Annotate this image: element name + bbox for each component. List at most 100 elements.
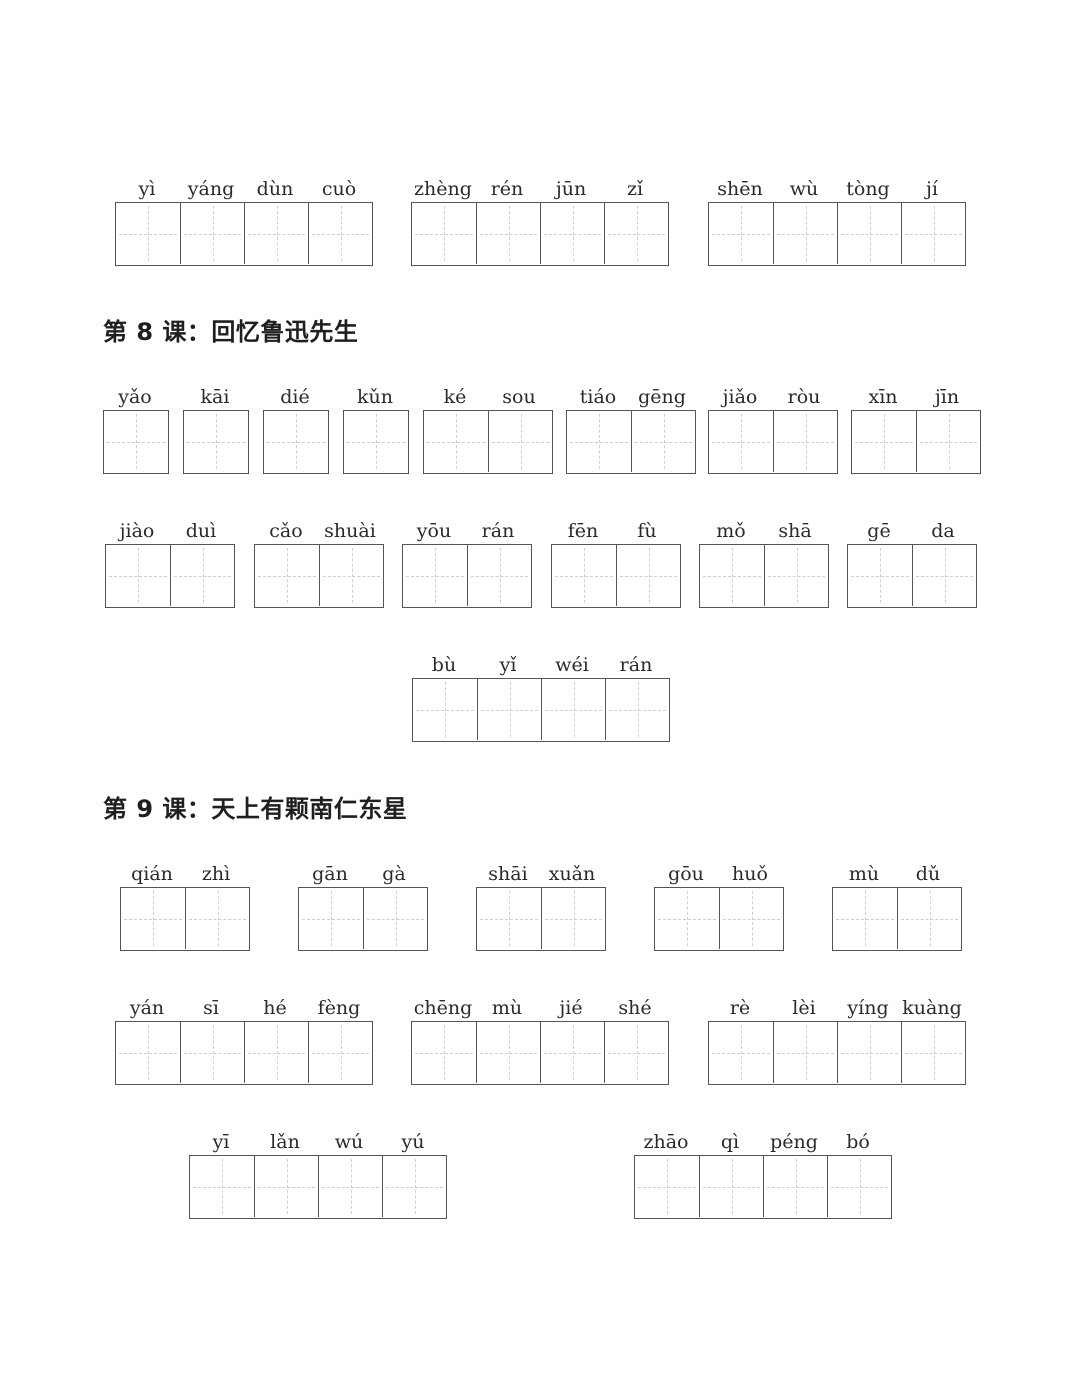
- tianzige-cell[interactable]: [413, 679, 477, 740]
- writing-grid: [411, 1021, 669, 1085]
- tianzige-cell[interactable]: [299, 888, 363, 949]
- tianzige-cell[interactable]: [424, 411, 488, 472]
- writing-grid: [115, 202, 373, 266]
- tianzige-cell[interactable]: [467, 545, 531, 606]
- tianzige-cell[interactable]: [833, 888, 897, 949]
- tianzige-cell[interactable]: [412, 1022, 476, 1083]
- tianzige-cell[interactable]: [319, 545, 383, 606]
- tianzige-cell[interactable]: [541, 888, 605, 949]
- tianzige-cell[interactable]: [852, 411, 916, 472]
- tianzige-cell[interactable]: [631, 411, 695, 472]
- tianzige-cell[interactable]: [912, 545, 976, 606]
- tianzige-cell[interactable]: [412, 203, 476, 264]
- tianzige-cell[interactable]: [773, 1022, 837, 1083]
- tianzige-cell[interactable]: [916, 411, 980, 472]
- tianzige-cell[interactable]: [403, 545, 467, 606]
- tianzige-cell[interactable]: [655, 888, 719, 949]
- tianzige-cell[interactable]: [764, 545, 828, 606]
- pinyin-syllable: chēng: [413, 997, 473, 1019]
- tianzige-cell[interactable]: [185, 888, 249, 949]
- tianzige-cell[interactable]: [897, 888, 961, 949]
- tianzige-cell[interactable]: [604, 1022, 668, 1083]
- tianzige-cell[interactable]: [699, 1156, 763, 1217]
- pinyin-syllable: huǒ: [732, 863, 768, 885]
- tianzige-cell[interactable]: [116, 203, 180, 264]
- tianzige-cell[interactable]: [308, 1022, 372, 1083]
- tianzige-cell[interactable]: [709, 411, 773, 472]
- tianzige-cell[interactable]: [552, 545, 616, 606]
- pinyin-syllable: yú: [401, 1131, 425, 1153]
- tianzige-cell[interactable]: [308, 203, 372, 264]
- tianzige-cell[interactable]: [170, 545, 234, 606]
- tianzige-cell[interactable]: [848, 545, 912, 606]
- tianzige-cell[interactable]: [344, 411, 408, 472]
- tianzige-cell[interactable]: [121, 888, 185, 949]
- tianzige-cell[interactable]: [382, 1156, 446, 1217]
- pinyin-syllable: yōu: [416, 520, 452, 542]
- tianzige-cell[interactable]: [837, 1022, 901, 1083]
- tianzige-cell[interactable]: [104, 411, 168, 472]
- tianzige-cell[interactable]: [540, 203, 604, 264]
- pinyin-syllable: gān: [312, 863, 348, 885]
- tianzige-cell[interactable]: [488, 411, 552, 472]
- tianzige-cell[interactable]: [476, 203, 540, 264]
- writing-grid: [343, 410, 409, 474]
- pinyin-syllable: gēng: [638, 386, 686, 408]
- tianzige-cell[interactable]: [255, 545, 319, 606]
- tianzige-cell[interactable]: [244, 1022, 308, 1083]
- tianzige-cell[interactable]: [709, 1022, 773, 1083]
- tianzige-cell[interactable]: [700, 545, 764, 606]
- writing-grid: [105, 544, 235, 608]
- tianzige-cell[interactable]: [709, 203, 773, 264]
- tianzige-cell[interactable]: [604, 203, 668, 264]
- tianzige-cell[interactable]: [763, 1156, 827, 1217]
- tianzige-cell[interactable]: [827, 1156, 891, 1217]
- pinyin-syllable: kuàng: [902, 997, 962, 1019]
- tianzige-cell[interactable]: [901, 1022, 965, 1083]
- tianzige-cell[interactable]: [254, 1156, 318, 1217]
- tianzige-cell[interactable]: [106, 545, 170, 606]
- tianzige-cell[interactable]: [318, 1156, 382, 1217]
- tianzige-cell[interactable]: [476, 1022, 540, 1083]
- tianzige-cell[interactable]: [773, 411, 837, 472]
- tianzige-cell[interactable]: [837, 203, 901, 264]
- tianzige-cell[interactable]: [190, 1156, 254, 1217]
- tianzige-cell[interactable]: [180, 1022, 244, 1083]
- tianzige-cell[interactable]: [540, 1022, 604, 1083]
- writing-grid: [654, 887, 784, 951]
- tianzige-cell[interactable]: [635, 1156, 699, 1217]
- tianzige-cell[interactable]: [363, 888, 427, 949]
- pinyin-syllable: lèi: [792, 997, 816, 1019]
- tianzige-cell[interactable]: [616, 545, 680, 606]
- tianzige-cell[interactable]: [719, 888, 783, 949]
- tianzige-cell[interactable]: [773, 203, 837, 264]
- writing-grid: [851, 410, 981, 474]
- writing-grid: [847, 544, 977, 608]
- tianzige-cell[interactable]: [541, 679, 605, 740]
- tianzige-cell[interactable]: [901, 203, 965, 264]
- pinyin-syllable: dǔ: [915, 863, 941, 885]
- tianzige-cell[interactable]: [567, 411, 631, 472]
- writing-grid: [476, 887, 606, 951]
- pinyin-syllable: sou: [502, 386, 536, 408]
- tianzige-cell[interactable]: [116, 1022, 180, 1083]
- tianzige-cell[interactable]: [477, 888, 541, 949]
- tianzige-cell[interactable]: [184, 411, 248, 472]
- tianzige-cell[interactable]: [244, 203, 308, 264]
- tianzige-cell[interactable]: [264, 411, 328, 472]
- tianzige-cell[interactable]: [605, 679, 669, 740]
- tianzige-cell[interactable]: [180, 203, 244, 264]
- tianzige-cell[interactable]: [477, 679, 541, 740]
